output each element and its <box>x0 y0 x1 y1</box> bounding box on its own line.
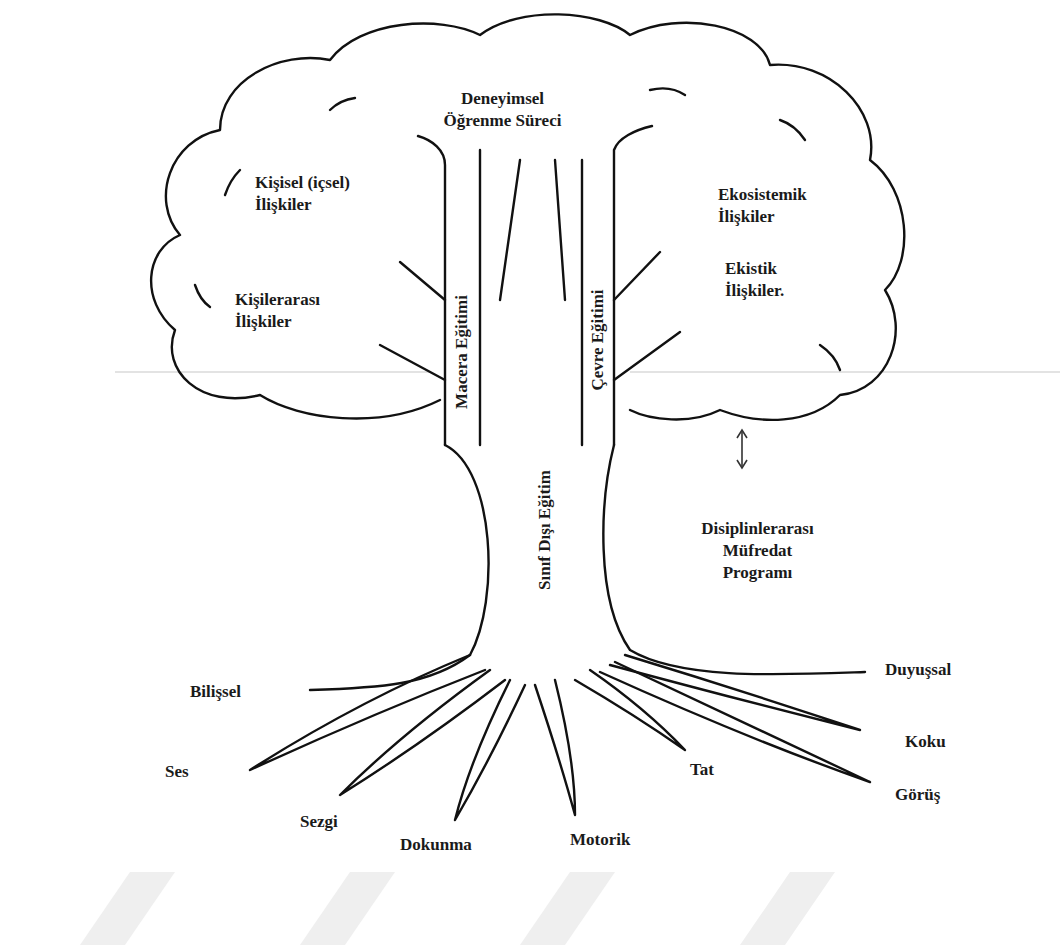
tree-label: Duyuşsal <box>885 659 951 681</box>
tree-label: Deneyimsel Öğrenme Süreci <box>430 88 575 132</box>
double-arrow <box>737 430 747 468</box>
tree-label: Tat <box>690 759 714 781</box>
tree-label: Macera Eğitimi <box>451 295 473 409</box>
root <box>250 655 485 770</box>
faint-rule <box>115 371 1060 373</box>
tree-label: Dokunma <box>400 834 472 856</box>
tree-label: Motorik <box>570 829 630 851</box>
tree-label: Disiplinlerarası Müfredat Programı <box>690 518 825 584</box>
tree-drawing <box>151 14 904 820</box>
tree-label: Koku <box>905 731 946 753</box>
tree-label: Görüş <box>895 784 940 806</box>
branch <box>418 136 445 445</box>
tree-crown <box>151 14 904 420</box>
tree-label: Sezgi <box>300 811 338 833</box>
tree-label: Sınıf Dışı Eğitim <box>534 470 556 590</box>
tree-label: Ekosistemik İlişkiler <box>718 184 848 228</box>
tree-label: Ekistik İlişkiler. <box>725 258 835 302</box>
tree-label: Ses <box>165 761 189 783</box>
tree-label: Bilişsel <box>190 681 241 703</box>
trunk <box>310 445 489 690</box>
tree-label: Kişilerarası İlişkiler <box>235 289 355 333</box>
tree-label: Kişisel (içsel) İlişkiler <box>255 172 395 216</box>
watermark-stripes <box>80 872 835 945</box>
tree-label: Çevre Eğitimi <box>587 289 609 390</box>
